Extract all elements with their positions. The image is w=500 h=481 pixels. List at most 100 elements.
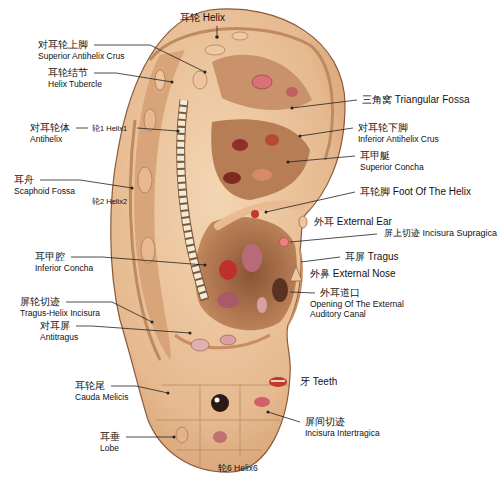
liver-figure — [223, 172, 241, 184]
part-label: 对耳轮下脚 — [358, 122, 408, 134]
leader-dot — [267, 411, 270, 414]
part-label: Opening Of The External Auditory Canal — [310, 299, 422, 319]
leader-line — [137, 128, 178, 131]
bladder-figure — [265, 134, 279, 146]
part-label: Superior Antihelix Crus — [38, 51, 124, 61]
leader-lines — [40, 26, 377, 437]
heart-figure — [219, 260, 237, 280]
knee-figure — [193, 71, 207, 89]
lung-figure — [242, 244, 262, 272]
eye-figure — [211, 394, 229, 412]
part-label: 耳轮结节 — [48, 67, 88, 79]
leader-line — [266, 192, 355, 212]
ear-canal — [272, 278, 288, 302]
wrist-figure — [144, 109, 156, 131]
leader-line — [76, 128, 88, 129]
leader-line — [290, 234, 377, 242]
ear-icon — [299, 216, 307, 228]
leader-line — [126, 437, 174, 438]
part-label: Antitragus — [40, 332, 78, 342]
part-label: 对耳屏 — [40, 320, 70, 332]
triangular-fossa — [212, 55, 312, 110]
part-label: Superior Concha — [360, 162, 424, 172]
part-label: 牙 Teeth — [300, 376, 337, 388]
inferior-concha — [195, 217, 297, 330]
stomach-figure — [251, 210, 259, 218]
teeth-icon — [271, 380, 285, 382]
leader-line — [94, 73, 172, 82]
shoulder-figure — [141, 237, 155, 263]
toe-figure — [232, 32, 248, 40]
pelvis-figure — [286, 87, 298, 97]
part-label: Lobe — [100, 443, 119, 453]
uterus-figure — [252, 75, 272, 89]
part-label: 耳甲艇 — [360, 150, 390, 162]
part-label: 耳轮 Helix — [180, 12, 225, 24]
leader-dot — [173, 436, 176, 439]
nose-icon — [290, 266, 302, 281]
leader-dot — [131, 187, 134, 190]
leader-line — [300, 128, 353, 136]
part-label: 屏轮切迹 — [20, 296, 60, 308]
kidney-figure — [232, 139, 248, 151]
inner-ear-figure — [176, 427, 188, 443]
leader-line — [292, 100, 357, 108]
leader-dot — [177, 130, 180, 133]
foot-figure — [205, 45, 225, 55]
part-label: 耳轮脚 Foot Of The Helix — [360, 186, 471, 198]
leader-line — [301, 257, 340, 262]
leader-line — [288, 156, 355, 162]
leader-line — [217, 26, 218, 35]
leader-line — [111, 386, 168, 393]
helix-foot — [218, 204, 302, 226]
antitragus-ridge — [175, 335, 270, 348]
tongue-figure — [254, 397, 270, 407]
part-label: Inferior Antihelix Crus — [358, 134, 439, 144]
leader-dot — [204, 71, 207, 74]
part-label: Scaphoid Fossa — [14, 186, 75, 196]
leader-dot — [291, 107, 294, 110]
part-label: 轮6 Helix6 — [218, 463, 258, 473]
mouth-icon — [269, 377, 287, 387]
leader-dot — [204, 264, 207, 267]
leader-line — [290, 292, 315, 293]
part-label: Helix Tubercle — [48, 79, 102, 89]
leader-dot — [287, 161, 290, 164]
elbow-figure — [138, 167, 152, 193]
part-label: 耳垂 — [100, 431, 120, 443]
part-label: 耳甲腔 — [35, 251, 65, 263]
leader-dot — [151, 321, 154, 324]
tonsil-figure — [213, 431, 227, 443]
part-label: 三角窝 Triangular Fossa — [362, 94, 469, 106]
part-label: Incisura Intertragica — [305, 428, 380, 438]
leader-dot — [171, 81, 174, 84]
part-label: 外耳道口 — [320, 287, 360, 299]
part-label: 屏上切迹 Incisura Supragica — [384, 228, 497, 239]
leader-dots — [131, 35, 302, 438]
part-label: Antihelix — [30, 134, 62, 144]
part-label: 对耳轮体 — [30, 122, 70, 134]
part-label: 外耳 External Ear — [314, 216, 392, 228]
scaphoid-fossa — [134, 50, 185, 360]
intestine-figure — [252, 169, 272, 181]
spine-figure — [181, 100, 205, 300]
leader-dot — [265, 211, 268, 214]
part-label: 轮2 Helix2 — [92, 197, 127, 206]
tragus-ridge — [288, 250, 302, 325]
lung-figure — [217, 292, 239, 308]
part-label: 屏间切迹 — [305, 416, 345, 428]
part-label: 耳屏 Tragus — [345, 251, 399, 263]
leader-dot — [167, 392, 170, 395]
spine-figure — [181, 100, 205, 300]
brain-figure — [220, 335, 236, 345]
part-label: 耳舟 — [14, 174, 34, 186]
superior-concha — [211, 119, 310, 200]
leader-line — [268, 412, 300, 422]
lobe-grid — [156, 385, 289, 468]
part-label: 耳轮尾 — [75, 380, 105, 392]
brain-figure — [191, 339, 209, 351]
part-label: Inferior Concha — [35, 263, 93, 273]
eye-figure — [215, 398, 220, 403]
